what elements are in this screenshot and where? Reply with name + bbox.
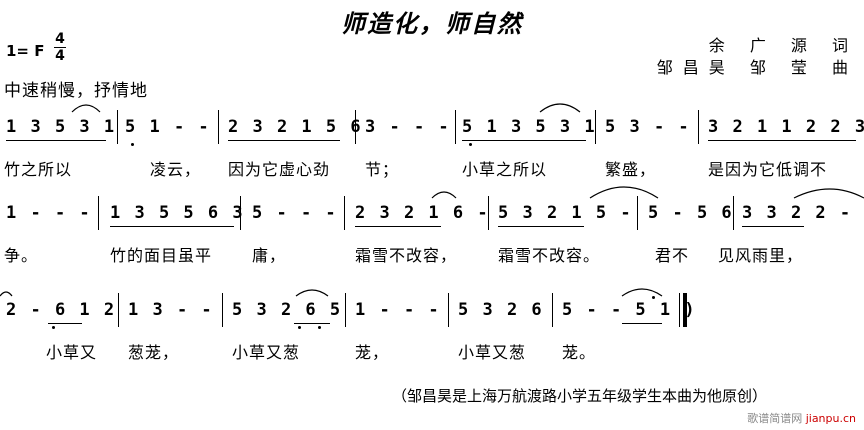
- barline: [355, 110, 356, 144]
- barline: [98, 196, 99, 230]
- lyric: 庸，: [252, 246, 287, 265]
- lyric: 竹的面目虽平: [110, 246, 213, 265]
- measure-notes: 5 3 2 6 5: [232, 300, 343, 320]
- measure-notes: 1 3 5 5 6 3: [110, 203, 245, 223]
- watermark: 歌谱简谱网 jianpu.cn: [747, 410, 856, 426]
- eighth-note-underline: [228, 140, 340, 141]
- lyricist-credit: 余 广 源 词: [708, 36, 858, 55]
- measure-notes: 5 3 2 6: [458, 300, 544, 320]
- lyric: 繁盛，: [605, 160, 657, 179]
- measure-notes: 2 3 2 1 6 -: [355, 203, 490, 223]
- measure-notes: 5 - - -: [252, 203, 338, 223]
- time-fraction-line: [54, 47, 66, 48]
- barline: [637, 196, 638, 230]
- barline: [455, 110, 456, 144]
- eighth-note-underline: [462, 140, 586, 141]
- footnote: （邹昌昊是上海万航渡路小学五年级学生本曲为他原创）: [392, 387, 768, 405]
- measure-notes: 3 3 2 2 -: [742, 203, 853, 223]
- lyric: 因为它虚心劲: [228, 160, 331, 179]
- lower-octave-dot: [131, 143, 134, 146]
- eighth-note-underline: [110, 226, 234, 227]
- lyric: 小草又葱: [232, 343, 301, 362]
- lyric: 君不: [655, 246, 690, 265]
- song-title: 师造化，师自然: [341, 9, 523, 38]
- final-barline-thin: [679, 293, 680, 327]
- barline: [488, 196, 489, 230]
- lyric: 霜雪不改容。: [498, 246, 601, 265]
- lyric: 霜雪不改容，: [355, 246, 458, 265]
- slur-arc: [71, 104, 101, 113]
- lyric: 茏。: [562, 343, 597, 362]
- measure-notes: 3 2 1 1 2 2 3: [708, 117, 864, 137]
- barline: [698, 110, 699, 144]
- barline: [345, 293, 346, 327]
- barline: [552, 293, 553, 327]
- barline: [595, 110, 596, 144]
- barline: [118, 293, 119, 327]
- lyric: 小草又: [46, 343, 98, 362]
- tempo-marking: 中速稍慢，抒情地: [4, 81, 148, 101]
- measure-notes: 1 3 5 3 1: [6, 117, 117, 137]
- measure-notes: 5 1 3 5 3 1: [462, 117, 597, 137]
- lyric: 竹之所以: [4, 160, 73, 179]
- watermark-site: 歌谱简谱网: [747, 412, 803, 425]
- key-signature: 1= F: [6, 42, 45, 60]
- lower-octave-dot: [469, 143, 472, 146]
- measure-notes: 5 3 - -: [605, 117, 691, 137]
- time-bottom: 4: [55, 48, 65, 64]
- barline: [222, 293, 223, 327]
- final-barline-thick: [683, 293, 687, 327]
- slur-arc: [621, 288, 663, 297]
- tie-arc: [793, 188, 864, 199]
- lyric: 节；: [365, 160, 400, 179]
- lyric: 葱茏，: [128, 343, 180, 362]
- lyric: 见风雨里，: [718, 246, 804, 265]
- eighth-note-underline: [622, 323, 662, 324]
- barline: [240, 196, 241, 230]
- eighth-note-underline: [6, 140, 106, 141]
- barline: [218, 110, 219, 144]
- barline: [117, 110, 118, 144]
- measure-notes: 2 - 6 1 2: [6, 300, 117, 320]
- tie-arc: [0, 291, 13, 297]
- barline: [344, 196, 345, 230]
- eighth-note-underline: [294, 323, 330, 324]
- eighth-note-underline: [708, 140, 856, 141]
- measure-notes: 1 - - -: [6, 203, 92, 223]
- eighth-note-underline: [498, 226, 584, 227]
- lyric: 是因为它低调不: [708, 160, 828, 179]
- measure-notes: 3 - - -: [365, 117, 451, 137]
- measure-notes: 1 - - -: [355, 300, 441, 320]
- time-signature: 4 4: [54, 31, 66, 64]
- lyric: 小草又葱: [458, 343, 527, 362]
- measure-notes: 5 - - 5 1 ): [562, 300, 697, 320]
- time-top: 4: [55, 31, 65, 47]
- lyric: 茏，: [355, 343, 390, 362]
- measure-notes: 5 - 5 6: [648, 203, 734, 223]
- slur-arc: [295, 289, 329, 297]
- barline: [448, 293, 449, 327]
- lower-octave-dot: [52, 326, 55, 329]
- measure-notes: 5 3 2 1 5 -: [498, 203, 633, 223]
- lower-octave-dot: [318, 326, 321, 329]
- eighth-note-underline: [48, 323, 82, 324]
- measure-notes: 2 3 2 1 5 6: [228, 117, 363, 137]
- slur-arc: [431, 191, 457, 199]
- eighth-note-underline: [355, 226, 441, 227]
- watermark-url: jianpu.cn: [805, 412, 856, 425]
- measure-notes: 1 3 - -: [128, 300, 214, 320]
- measure-notes: 5 1 - -: [125, 117, 211, 137]
- tie-arc: [589, 186, 659, 199]
- barline: [733, 196, 734, 230]
- eighth-note-underline: [742, 226, 804, 227]
- higher-octave-dot: [652, 296, 655, 299]
- lyric: 争。: [4, 246, 39, 265]
- lyric: 凌云，: [150, 160, 202, 179]
- lower-octave-dot: [298, 326, 301, 329]
- composer-credit: 邹昌昊 邹 莹 曲: [656, 58, 858, 77]
- slur-arc: [539, 103, 581, 113]
- lyric: 小草之所以: [462, 160, 548, 179]
